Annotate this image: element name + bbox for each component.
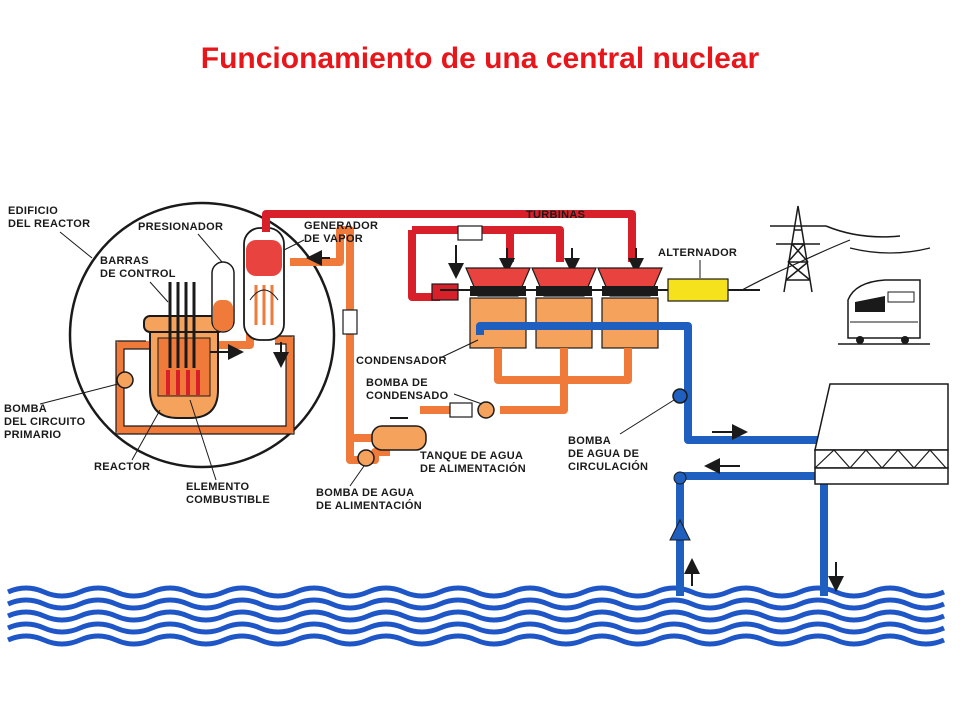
label-presionador: PRESIONADOR	[138, 221, 223, 233]
label-barras-2: DE CONTROL	[100, 268, 176, 280]
pressurizer	[211, 261, 235, 333]
label-bomba-primario-3: PRIMARIO	[4, 429, 62, 441]
label-edificio-1: EDIFICIO	[8, 205, 58, 217]
label-turbinas: TURBINAS	[526, 209, 585, 221]
label-bomba-circulacion-2: DE AGUA DE	[568, 448, 639, 460]
feed-water-pump	[357, 449, 375, 467]
sea	[6, 585, 946, 648]
cooling-circuit	[476, 322, 828, 596]
turbines	[440, 267, 672, 349]
alternator	[667, 278, 729, 302]
cooling-tower	[814, 383, 949, 485]
label-bomba-primario-1: BOMBA	[4, 403, 47, 415]
train	[838, 247, 931, 345]
page-title: Funcionamiento de una central nuclear	[200, 42, 760, 75]
label-condensador: CONDENSADOR	[356, 355, 447, 367]
label-bomba-condensado-2: CONDENSADO	[366, 390, 449, 402]
steam-generator	[243, 227, 285, 341]
label-barras-1: BARRAS	[100, 255, 149, 267]
control-rods	[168, 282, 196, 368]
label-elemento-2: COMBUSTIBLE	[186, 494, 270, 506]
label-alternador: ALTERNADOR	[658, 247, 737, 259]
label-elemento-1: ELEMENTO	[186, 481, 249, 493]
label-tanque-2: DE ALIMENTACIÓN	[420, 462, 526, 475]
label-generador-2: DE VAPOR	[304, 233, 363, 245]
label-bomba-condensado-1: BOMBA DE	[366, 377, 428, 389]
label-reactor: REACTOR	[94, 461, 150, 473]
label-bomba-alimentacion-2: DE ALIMENTACIÓN	[316, 499, 422, 512]
feed-water-tank	[371, 417, 427, 451]
label-generador-1: GENERADOR	[304, 220, 378, 232]
label-tanque-1: TANQUE DE AGUA	[420, 450, 523, 462]
condensate-pump	[477, 401, 495, 419]
labels: EDIFICIO DEL REACTOR PRESIONADOR GENERAD…	[4, 205, 737, 512]
label-bomba-alimentacion-1: BOMBA DE AGUA	[316, 487, 414, 499]
label-bomba-primario-2: DEL CIRCUITO	[4, 416, 86, 428]
transmission-tower	[770, 205, 901, 293]
label-edificio-2: DEL REACTOR	[8, 218, 90, 230]
reactor-vessel	[143, 315, 225, 419]
label-bomba-circulacion-1: BOMBA	[568, 435, 611, 447]
label-bomba-circulacion-3: CIRCULACIÓN	[568, 460, 648, 473]
primary-pump	[116, 371, 134, 389]
circulation-pump	[672, 388, 688, 404]
